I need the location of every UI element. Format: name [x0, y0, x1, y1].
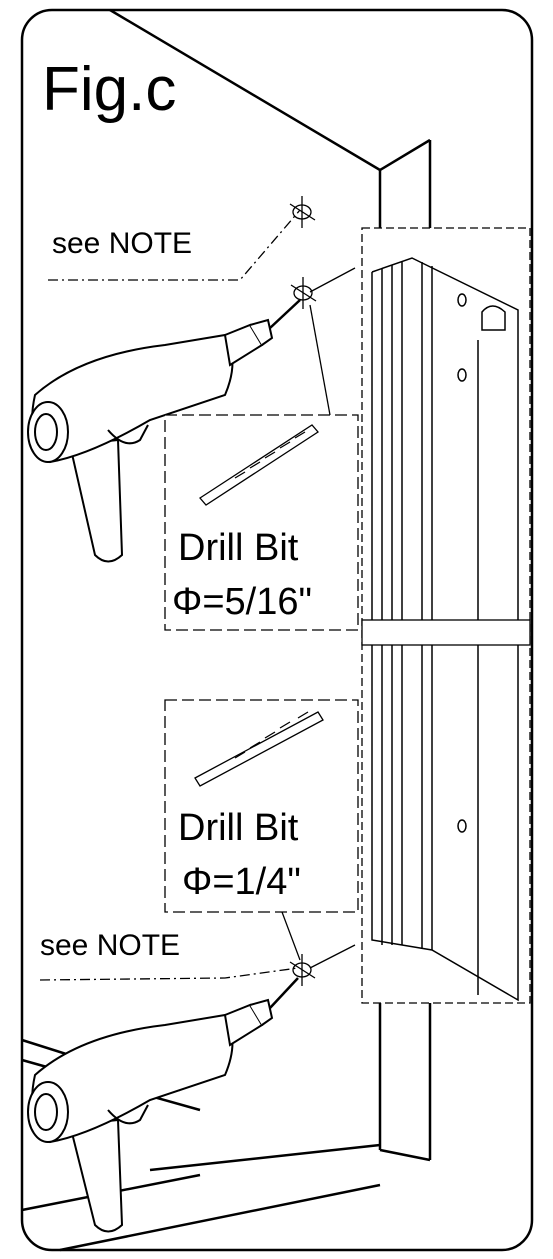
lower-callout-leader	[281, 911, 301, 961]
drill-bit-icon	[199, 424, 319, 506]
crosshair-icon	[289, 196, 316, 228]
wall-jamb-icon	[371, 257, 519, 1002]
jamb-inset-panel	[361, 227, 531, 1004]
lower-bit-callout	[164, 699, 359, 913]
crosshair-icon	[289, 944, 356, 986]
lower-bit-name: Drill Bit	[178, 807, 299, 849]
figure-title: Fig.c	[42, 55, 176, 124]
upper-bit-size: Φ=5/16"	[172, 581, 312, 623]
upper-callout-leader	[309, 304, 331, 416]
drill-icon	[27, 977, 299, 1233]
jamb-cutaway-band	[361, 619, 531, 646]
figure-frame	[20, 8, 534, 1252]
bottom-note-label: see NOTE	[40, 929, 180, 962]
upper-bit-name: Drill Bit	[178, 527, 299, 569]
crosshair-icon	[290, 267, 356, 309]
drill-bit-icon	[194, 711, 324, 787]
bottom-note-leader	[39, 967, 299, 981]
lower-bit-size: Φ=1/4"	[182, 861, 301, 903]
drill-icon	[27, 299, 301, 563]
top-note-leader	[48, 209, 301, 281]
top-note-label: see NOTE	[52, 227, 192, 260]
upper-bit-callout	[164, 414, 359, 631]
